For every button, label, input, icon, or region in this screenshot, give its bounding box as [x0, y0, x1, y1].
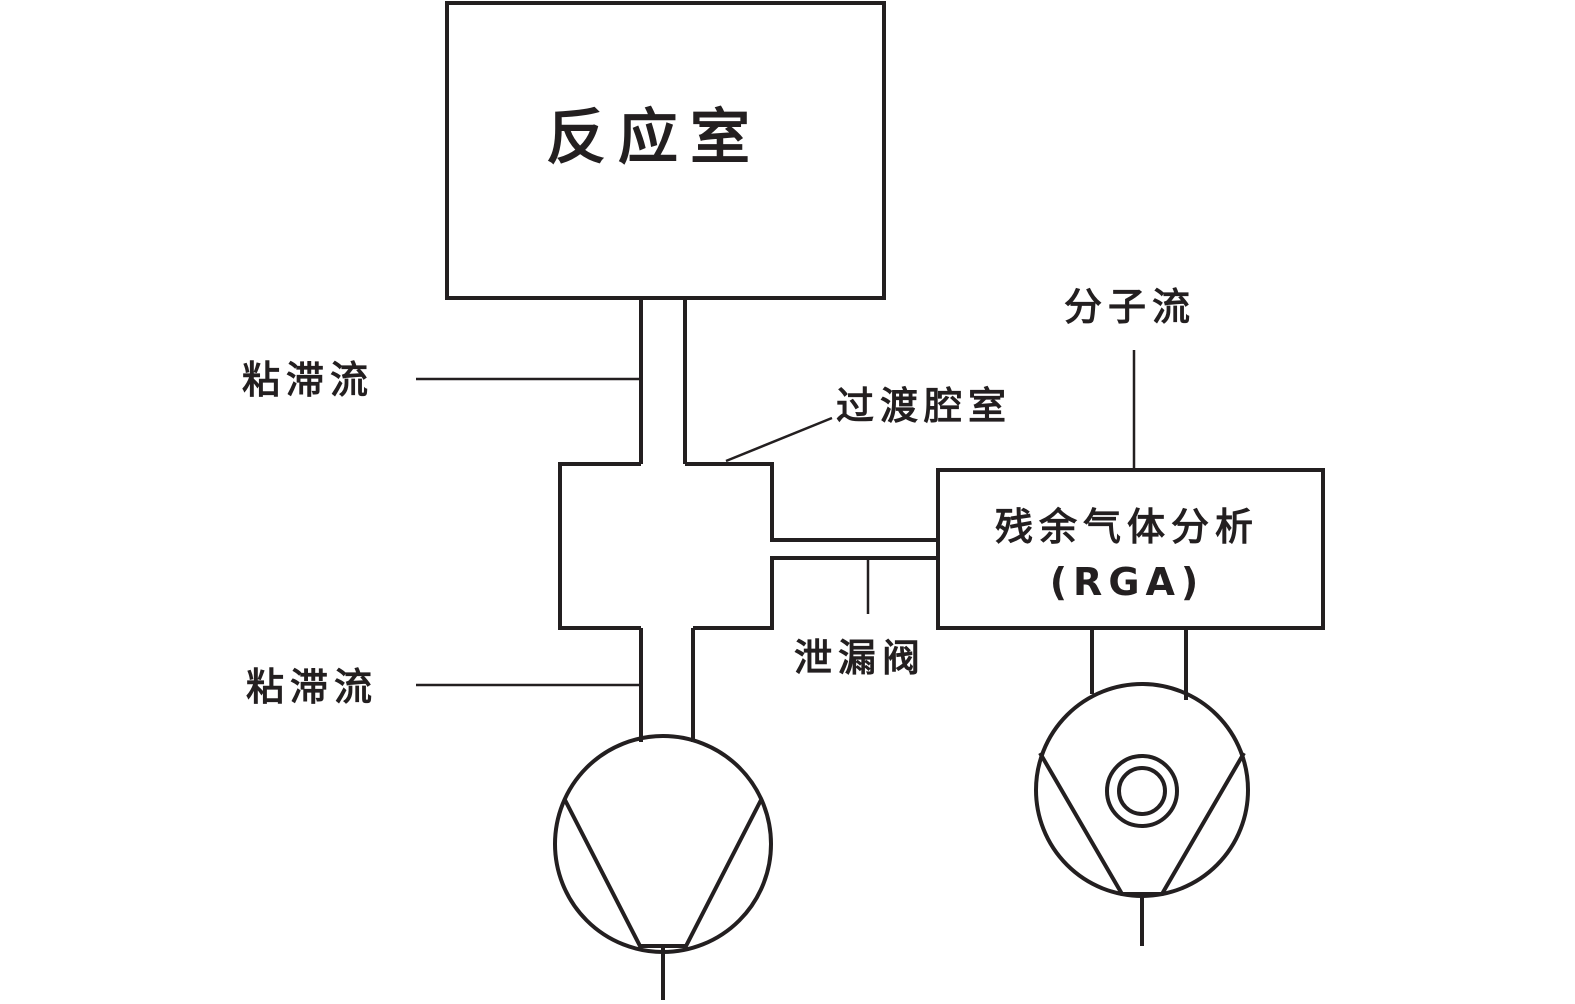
turbo-pump-body	[1034, 682, 1250, 898]
leader-transition-chamber	[725, 416, 833, 463]
rga-abbr-label: (RGA)	[1050, 560, 1205, 604]
mechanical-pump-v-mark	[563, 799, 763, 948]
upper-pipe	[639, 298, 687, 464]
molecular-flow-label: 分子流	[1064, 285, 1196, 329]
leak-valve-label: 泄漏阀	[794, 636, 926, 680]
mechanical-pump-icon	[553, 734, 773, 1000]
reaction-chamber-box	[445, 1, 886, 300]
turbo-pump-icon	[1034, 682, 1250, 946]
turbo-pump-outer-ring	[1105, 754, 1179, 828]
rga-box: 残余气体分析 (RGA)	[936, 468, 1325, 630]
lower-pipe	[639, 628, 695, 742]
turbo-pump-inner-ring	[1117, 766, 1167, 816]
reaction-chamber: 反应室	[445, 1, 886, 300]
viscous-flow-bottom-label: 粘滞流	[246, 665, 378, 709]
rga-pump-pipe	[1090, 628, 1188, 700]
rga-outline	[936, 468, 1325, 630]
turbo-pump-v-mark	[1038, 751, 1246, 896]
rga-name-label: 残余气体分析	[995, 505, 1259, 549]
viscous-flow-top-label: 粘滞流	[242, 358, 374, 402]
transition-chamber-label: 过渡腔室	[836, 384, 1012, 428]
transition-chamber	[558, 462, 938, 630]
reaction-chamber-label: 反应室	[546, 103, 762, 173]
